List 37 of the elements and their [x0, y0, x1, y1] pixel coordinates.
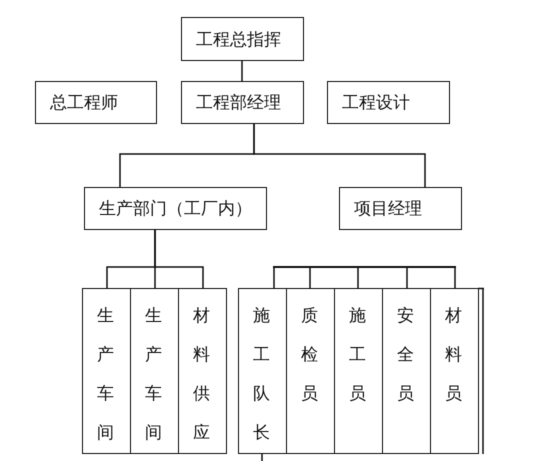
connector-line [357, 268, 359, 288]
role-label: 工程部经理 [195, 92, 281, 114]
role-box [181, 17, 304, 61]
role-label: 施工员 [349, 305, 366, 406]
connector-line [154, 230, 204, 288]
connector-line [241, 61, 243, 81]
connector-line [261, 454, 263, 461]
role-label: 生产部门（工厂内） [98, 198, 252, 220]
role-box [84, 187, 267, 230]
position-box [334, 288, 383, 454]
position-box [178, 288, 227, 454]
position-box [82, 288, 131, 454]
role-label: 工程设计 [341, 92, 410, 114]
role-label: 材料员 [445, 305, 462, 406]
position-box [382, 288, 431, 454]
connector-line [454, 268, 456, 288]
role-box [339, 187, 462, 230]
role-box [181, 81, 304, 124]
role-label: 质检员 [301, 305, 318, 406]
role-label: 生产车间 [145, 305, 162, 446]
role-label: 项目经理 [353, 198, 422, 220]
role-label: 材料供应 [193, 305, 210, 446]
role-label: 安全员 [397, 305, 414, 406]
connector-line [309, 268, 311, 288]
connector-line [253, 124, 426, 187]
connector-line [406, 268, 408, 288]
connector-line [273, 268, 275, 288]
position-box [130, 288, 179, 454]
role-label: 生产车间 [97, 305, 114, 446]
role-box [327, 81, 450, 124]
role-box [35, 81, 157, 124]
role-label: 总工程师 [49, 92, 118, 114]
position-box [238, 288, 287, 454]
position-box [430, 288, 479, 454]
position-box [286, 288, 335, 454]
role-label: 工程总指挥 [195, 28, 281, 50]
role-label: 施工队长 [253, 305, 270, 446]
